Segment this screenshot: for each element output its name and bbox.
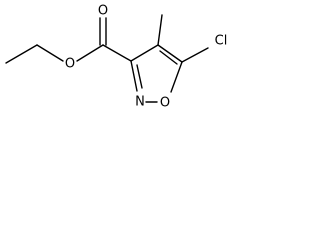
bond-c5-cl xyxy=(181,47,209,63)
bond-n2-c3-double xyxy=(130,60,143,92)
bond-c5-o1 xyxy=(170,61,183,93)
bond-ch3-ch2 xyxy=(5,44,38,64)
bond-carbonyl-c3 xyxy=(102,44,132,62)
bond-c4-methyl xyxy=(157,14,163,46)
atom-label-o-ester: O xyxy=(65,57,75,72)
atom-label-cl: Cl xyxy=(215,34,228,49)
bond-o-ester-c-carbonyl xyxy=(76,44,104,62)
atom-label-o-carbonyl: O xyxy=(98,4,108,19)
bond-c-o-carbonyl-double xyxy=(99,17,107,46)
atom-label-o-ring: O xyxy=(160,96,170,111)
bond-c3-c4 xyxy=(130,44,159,62)
atom-label-n-ring: N xyxy=(135,95,145,110)
bond-c4-c5-double xyxy=(157,44,183,65)
structure-diagram: O O N O Cl xyxy=(5,4,228,111)
bond-ch2-o-ester xyxy=(36,44,64,62)
